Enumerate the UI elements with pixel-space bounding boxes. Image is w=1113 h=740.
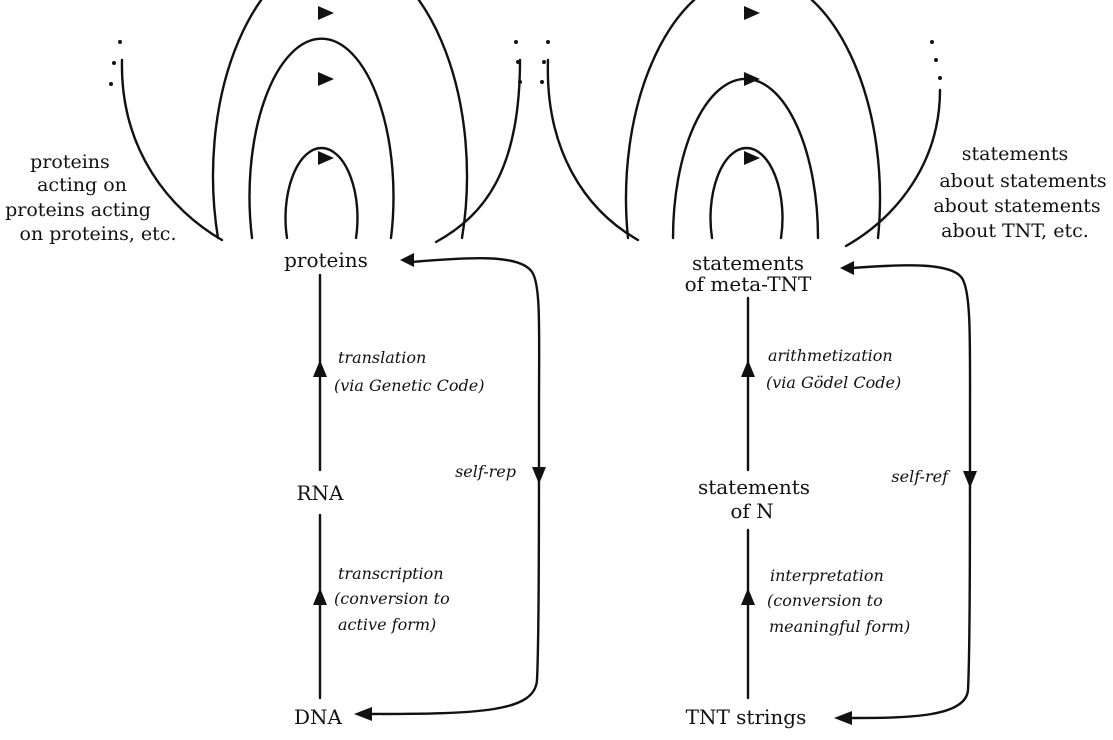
- right-interpretation-arrowhead: [741, 588, 755, 605]
- left-node-rna: RNA: [296, 481, 344, 505]
- left-transcription-sublabel: (conversion to: [334, 589, 450, 608]
- right-dot: [934, 58, 938, 62]
- left-self-rep-loop: [368, 256, 541, 716]
- right-arithmetization-sublabel: (via Gödel Code): [766, 373, 901, 392]
- left-arc-outermost-left: [120, 58, 224, 242]
- right-node-meta-tnt: of meta-TNT: [685, 272, 812, 296]
- left-side-note-line: proteins acting: [5, 199, 151, 221]
- left-arc-middle: [248, 37, 395, 240]
- right-self-ref-loop: [848, 264, 972, 720]
- right-self-ref-label: self-ref: [891, 467, 951, 486]
- left-arc-inner-arrowhead: [318, 151, 334, 165]
- right-arc-outer-arrowhead: [744, 6, 760, 20]
- left-diagram: proteins RNA DNA translation (via Geneti…: [5, 0, 546, 729]
- left-dot: [109, 82, 113, 86]
- left-arc-outer: [211, 0, 469, 240]
- right-arc-middle-arrowhead: [744, 72, 760, 86]
- left-translation-arrowhead: [313, 360, 327, 377]
- left-dot: [112, 61, 116, 65]
- left-arc-middle-arrowhead: [318, 72, 334, 86]
- left-transcription-arrowhead: [313, 588, 327, 605]
- right-interpretation-sublabel: meaningful form): [769, 617, 910, 636]
- right-dot: [540, 80, 544, 84]
- left-side-note-line: on proteins, etc.: [20, 223, 177, 245]
- left-self-rep-label: self-rep: [455, 462, 516, 481]
- right-dot: [546, 40, 550, 44]
- right-side-note-line: about TNT, etc.: [941, 220, 1089, 242]
- right-node-tnt-strings: TNT strings: [686, 705, 807, 729]
- right-arc-outer: [624, 0, 882, 240]
- right-arithmetization-arrowhead: [741, 360, 755, 377]
- right-node-n: of N: [730, 499, 773, 523]
- left-dot: [516, 60, 520, 64]
- left-dot: [518, 80, 522, 84]
- right-interpretation-label: interpretation: [770, 566, 884, 585]
- right-dot: [542, 60, 546, 64]
- left-node-dna: DNA: [294, 705, 343, 729]
- right-arc-outermost-left: [546, 58, 640, 242]
- right-node-meta-tnt: statements: [692, 251, 804, 275]
- left-dot: [514, 40, 518, 44]
- right-side-note-line: about statements: [939, 170, 1106, 192]
- right-side-note-line: statements: [962, 143, 1068, 165]
- left-arc-inner: [284, 146, 359, 240]
- right-side-note-line: about statements: [933, 195, 1100, 217]
- left-translation-label: translation: [338, 348, 426, 367]
- right-node-n: statements: [698, 475, 810, 499]
- left-side-note-line: acting on: [37, 174, 127, 196]
- left-node-proteins: proteins: [284, 248, 368, 272]
- right-arc-outermost-right: [844, 88, 942, 248]
- left-dot: [118, 40, 122, 44]
- right-arc-inner-arrowhead: [744, 151, 760, 165]
- left-translation-sublabel: (via Genetic Code): [334, 376, 484, 395]
- right-dot: [930, 40, 934, 44]
- right-diagram: statements of meta-TNT statements of N T…: [540, 0, 1107, 729]
- right-dot: [938, 76, 942, 80]
- left-self-rep-mid-arrowhead: [532, 467, 546, 484]
- left-side-note-line: proteins: [30, 151, 110, 173]
- left-self-rep-end-arrowhead: [354, 707, 372, 721]
- right-arithmetization-label: arithmetization: [768, 346, 893, 365]
- left-transcription-label: transcription: [338, 564, 444, 583]
- left-arc-outer-arrowhead: [318, 6, 334, 20]
- left-transcription-sublabel: active form): [338, 615, 436, 634]
- right-arc-inner: [709, 146, 784, 240]
- right-self-ref-start-arrowhead: [840, 261, 854, 275]
- right-self-ref-mid-arrowhead: [963, 471, 977, 488]
- right-interpretation-sublabel: (conversion to: [767, 591, 883, 610]
- left-self-rep-start-arrowhead: [400, 253, 414, 267]
- right-self-ref-end-arrowhead: [834, 711, 852, 725]
- left-arc-outermost-right: [434, 58, 522, 244]
